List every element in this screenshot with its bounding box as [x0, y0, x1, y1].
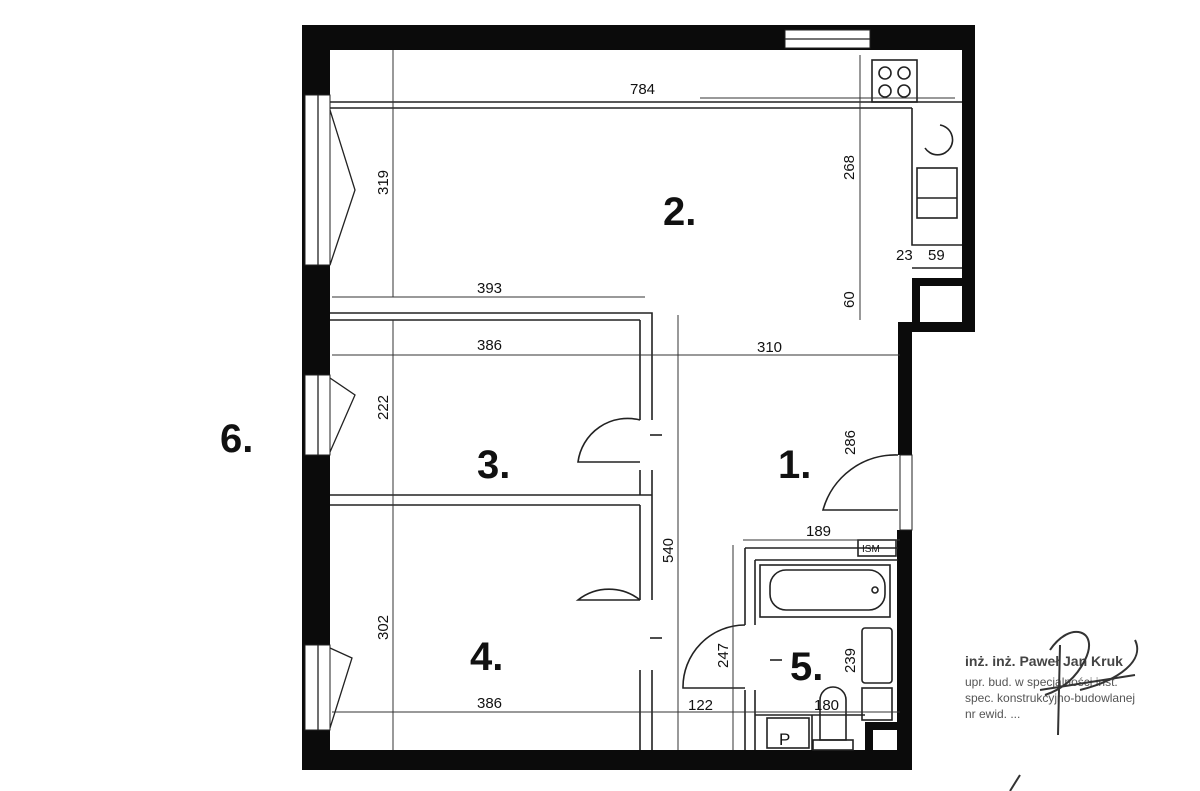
dim-total-width: 784 [630, 81, 655, 98]
meter-label: ISM [862, 544, 880, 555]
room-2-label: 2. [663, 190, 696, 234]
stamp-line-3: spec. konstrukcyjno-budowlanej [965, 691, 1135, 705]
room-3-label: 3. [477, 443, 510, 487]
dim-wc-width: 180 [814, 697, 839, 714]
windows [304, 29, 913, 731]
dim-room3-height: 222 [375, 395, 392, 420]
stamp-line-4: nr ewid. ... [965, 707, 1020, 721]
signature [1009, 631, 1138, 791]
dim-room3-top-width: 393 [477, 280, 502, 297]
dim-bath-door: 247 [715, 643, 732, 668]
dimension-lines [332, 50, 955, 750]
dim-cabinet-a: 23 [896, 247, 913, 264]
boiler-label: P [779, 730, 790, 749]
dim-kitchen-gap: 60 [841, 291, 858, 308]
dim-bath-width: 189 [806, 523, 831, 540]
room-6-label: 6. [220, 417, 253, 461]
dimension-labels: 784 319 268 60 393 386 310 222 286 540 3… [375, 81, 945, 749]
room-5-label: 5. [790, 645, 823, 689]
dim-hall-width: 310 [757, 339, 782, 356]
dim-kitchen-length: 268 [841, 155, 858, 180]
dim-hall-height: 286 [842, 430, 859, 455]
stamp-name: inż. inż. Paweł Jan Kruk [965, 653, 1123, 669]
dim-closet-width: 122 [688, 697, 713, 714]
architect-stamp: inż. inż. Paweł Jan Kruk upr. bud. w spe… [965, 631, 1138, 791]
dim-room4-width: 386 [477, 695, 502, 712]
dim-room4-height: 302 [375, 615, 392, 640]
room-1-label: 1. [778, 443, 811, 487]
interior-walls [330, 59, 962, 751]
room-4-label: 4. [470, 635, 503, 679]
dim-cabinet-b: 59 [928, 247, 945, 264]
outer-walls [302, 25, 975, 770]
room-labels: 2. 1. 3. 4. 5. 6. [220, 190, 823, 689]
dim-room2-height: 319 [375, 170, 392, 195]
dim-hall-length: 540 [660, 538, 677, 563]
dim-bath-height: 239 [842, 648, 859, 673]
dim-room3-width: 386 [477, 337, 502, 354]
stamp-line-2: upr. bud. w specjalności inst. [965, 675, 1118, 689]
